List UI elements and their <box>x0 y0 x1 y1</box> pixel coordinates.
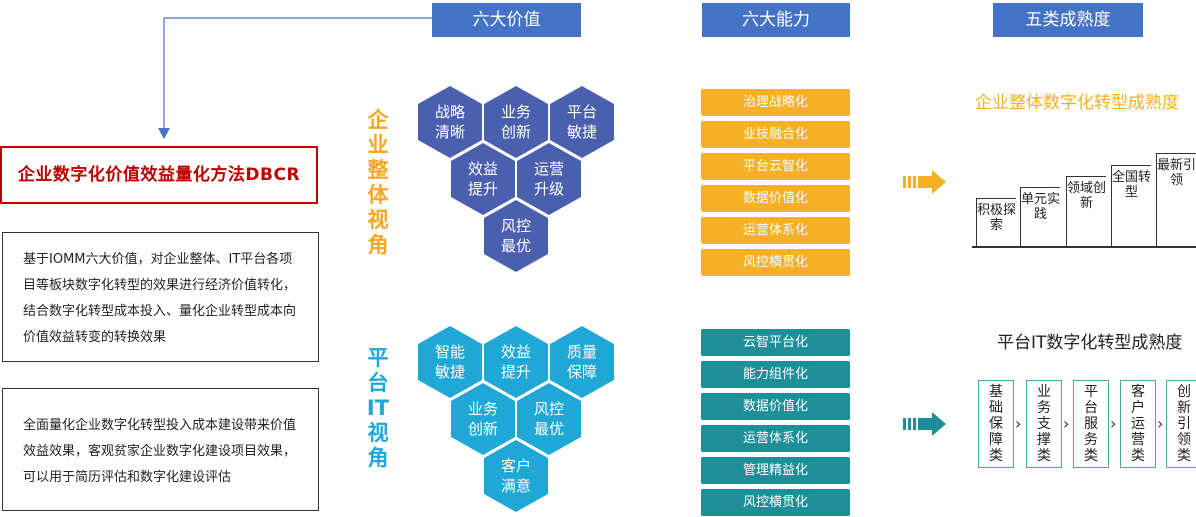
header-values: 六大价值 <box>432 3 581 37</box>
it-maturity-box-3: 平台服务类 <box>1073 380 1109 468</box>
cap-it-5: 管理精益化 <box>701 457 850 484</box>
description-box-1: 基于IOMM六大价值，对企业整体、IT平台各项目等板块数字化转型的效果进行经济价… <box>2 232 319 362</box>
cap-it-3: 数据价值化 <box>701 393 850 420</box>
cap-enterprise-2: 业技融合化 <box>701 121 850 148</box>
it-maturity-box-4: 客户运营类 <box>1120 380 1156 468</box>
cap-it-2: 能力组件化 <box>701 361 850 388</box>
hex-it-business: 业务创新 <box>451 383 515 455</box>
cap-enterprise-5: 运营体系化 <box>701 217 850 244</box>
description-box-2: 全面量化企业数字化转型投入成本建设带来价值效益效果，客观贫家企业数字化建设项目效… <box>2 388 319 511</box>
cap-it-6: 风控横贯化 <box>701 489 850 516</box>
hex-it-benefit: 效益提升 <box>484 326 548 398</box>
chevron-right-icon: › <box>1063 414 1070 433</box>
cap-enterprise-4: 数据价值化 <box>701 185 850 212</box>
maturity-enterprise-title: 企业整体数字化转型成熟度 <box>975 93 1179 113</box>
chevron-right-icon: › <box>1157 414 1164 433</box>
it-maturity-box-5: 创新引领类 <box>1166 380 1196 468</box>
chevron-right-icon: › <box>1015 414 1022 433</box>
cap-enterprise-3: 平台云智化 <box>701 153 850 180</box>
method-title: 企业数字化价值效益量化方法DBCR <box>0 146 318 204</box>
perspective-enterprise: 企业整体视角 <box>367 108 389 257</box>
hex-intelligent: 智能敏捷 <box>418 326 482 398</box>
cap-enterprise-1: 治理战略化 <box>701 89 850 116</box>
connector-arrow <box>158 17 432 139</box>
maturity-step-4: 全国转型 <box>1111 165 1151 246</box>
hex-risk: 风控最优 <box>484 200 548 272</box>
arrow-right-teal-icon <box>903 412 946 436</box>
hex-platform-agile: 平台敏捷 <box>550 86 614 158</box>
hex-it-risk: 风控最优 <box>517 383 581 455</box>
it-maturity-box-2: 业务支撑类 <box>1026 380 1062 468</box>
hex-operation: 运营升级 <box>517 143 581 215</box>
maturity-baseline <box>972 246 1196 248</box>
arrow-right-orange-icon <box>903 170 946 194</box>
maturity-it-title: 平台IT数字化转型成熟度 <box>997 333 1183 353</box>
chevron-right-icon: › <box>1110 414 1117 433</box>
cap-it-4: 运营体系化 <box>701 425 850 452</box>
maturity-step-2: 单元实践 <box>1020 187 1060 246</box>
hex-business-innovation: 业务创新 <box>484 86 548 158</box>
hex-quality: 质量保障 <box>550 326 614 398</box>
cap-enterprise-6: 风控横贯化 <box>701 249 850 276</box>
hex-benefit: 效益提升 <box>451 143 515 215</box>
header-maturity: 五类成熟度 <box>993 3 1143 37</box>
maturity-step-3: 领域创新 <box>1066 176 1106 246</box>
maturity-step-1: 积极探索 <box>976 198 1016 246</box>
maturity-step-5: 最新引领 <box>1156 153 1196 246</box>
header-capabilities: 六大能力 <box>702 3 850 37</box>
perspective-it: 平台IT视角 <box>366 346 390 470</box>
cap-it-1: 云智平台化 <box>701 329 850 356</box>
it-maturity-box-1: 基础保障类 <box>978 380 1014 468</box>
hex-customer: 客户满意 <box>484 440 548 512</box>
